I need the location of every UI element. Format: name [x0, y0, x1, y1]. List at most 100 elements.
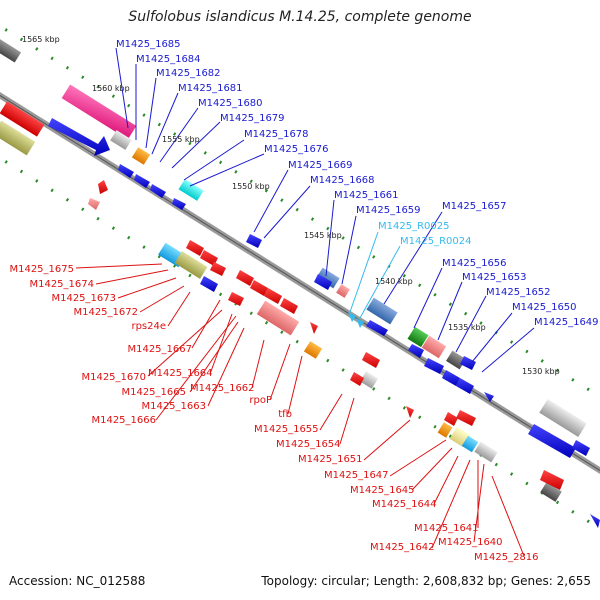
- gene-block: [446, 350, 466, 370]
- gene-block: [336, 284, 350, 298]
- gene-arrow: [134, 174, 150, 188]
- kbp-tick-label: 1555 kbp: [162, 135, 200, 144]
- bottom-gene-label: M1425_1670: [81, 372, 146, 383]
- gene-arrow: [348, 312, 356, 322]
- bottom-gene-label: M1425_1674: [29, 279, 94, 290]
- gene-block: [539, 399, 587, 437]
- top-gene-label: M1425_1682: [156, 68, 221, 79]
- bottom-gene-label: M1425_1640: [438, 537, 503, 548]
- gene-block: [0, 37, 22, 63]
- gene-arrow: [210, 262, 226, 276]
- gene-block: [366, 297, 398, 325]
- gene-block: [407, 326, 429, 348]
- bottom-gene-label: tfb: [278, 409, 292, 420]
- bottom-gene-label: M1425_1672: [73, 307, 138, 318]
- kbp-tick-label: 1535 kbp: [448, 323, 486, 332]
- gene-arrow: [456, 378, 474, 394]
- gene-block: [437, 422, 453, 438]
- gene-arrow: [362, 352, 380, 368]
- top-gene-label: M1425_1684: [136, 54, 201, 65]
- top-gene-label: M1425_1676: [264, 144, 329, 155]
- bottom-gene-label: M1425_1647: [324, 470, 389, 481]
- gene-arrow: [98, 180, 108, 194]
- bottom-gene-label: M1425_1675: [9, 264, 74, 275]
- kbp-tick-label: 1540 kbp: [375, 277, 413, 286]
- gene-block: [316, 267, 340, 289]
- gene-block: [421, 335, 447, 359]
- gene-arrow: [406, 406, 414, 418]
- bottom-leader-lines: [75, 263, 525, 557]
- gene-block: [0, 101, 45, 137]
- reverse-strand-genes: [0, 101, 600, 528]
- top-gene-label: M1425_1680: [198, 98, 263, 109]
- bottom-gene-label: rpoP: [249, 395, 272, 406]
- bottom-gene-label: M1425_1655: [254, 424, 319, 435]
- genome-backbone-edge: [0, 94, 600, 472]
- gene-block: [178, 179, 204, 201]
- bottom-gene-label: rps24e: [131, 321, 166, 332]
- gene-block: [131, 147, 151, 165]
- top-gene-label: M1425_1685: [116, 39, 181, 50]
- topology-text: Topology: circular; Length: 2,608,832 bp…: [261, 574, 591, 588]
- gene-arrow: [48, 118, 110, 156]
- gene-arrow: [460, 356, 476, 370]
- gene-arrow: [200, 276, 218, 292]
- gene-arrow: [200, 250, 218, 266]
- gene-arrow: [250, 280, 268, 296]
- bottom-gene-label: M1425_1645: [350, 485, 415, 496]
- gene-block: [174, 251, 208, 279]
- bottom-gene-label: M1425_1666: [91, 415, 156, 426]
- gene-arrow: [572, 440, 590, 456]
- bottom-gene-label: M1425_2816: [474, 552, 539, 563]
- gene-block: [461, 435, 479, 453]
- top-gene-label: M1425_1649: [534, 317, 599, 328]
- forward-strand-genes: [0, 37, 590, 458]
- bottom-gene-label: M1425_1664: [148, 368, 213, 379]
- bottom-gene-label: M1425_1665: [121, 387, 186, 398]
- gene-arrow: [236, 270, 254, 286]
- inner-dotted-track: [0, 156, 600, 531]
- gene-block: [303, 341, 323, 359]
- top-gene-label: M1425_R0025: [378, 221, 450, 232]
- gene-arrow: [540, 470, 564, 490]
- top-gene-label: M1425_1661: [334, 190, 399, 201]
- bottom-gene-label: M1425_1641: [414, 523, 479, 534]
- map-title: Sulfolobus islandicus M.14.25, complete …: [128, 9, 472, 25]
- gene-block: [540, 482, 562, 502]
- bottom-gene-label: M1425_1654: [276, 439, 341, 450]
- top-gene-label: M1425_1669: [288, 160, 353, 171]
- gene-block: [256, 300, 300, 336]
- bottom-gene-label: M1425_1662: [190, 383, 255, 394]
- bottom-gene-label: M1425_1673: [51, 293, 116, 304]
- gene-block: [359, 371, 379, 389]
- bottom-gene-label: M1425_1642: [370, 542, 435, 553]
- top-gene-label: M1425_1650: [512, 302, 577, 313]
- gene-arrow: [442, 370, 460, 386]
- gene-block: [0, 120, 36, 156]
- gene-block: [110, 130, 132, 150]
- gene-arrow: [186, 240, 204, 256]
- gene-arrow: [444, 412, 458, 426]
- accession-text: Accession: NC_012588: [9, 574, 146, 588]
- gene-arrow: [264, 288, 282, 304]
- bottom-gene-label: M1425_1644: [372, 499, 437, 510]
- gene-arrow: [310, 322, 318, 334]
- top-leader-lines: [115, 47, 535, 373]
- gene-block: [474, 441, 498, 463]
- kbp-tick-label: 1565 kbp: [22, 35, 60, 44]
- top-gene-label: M1425_1653: [462, 272, 527, 283]
- top-gene-label: M1425_1652: [486, 287, 551, 298]
- gene-arrow: [528, 424, 576, 458]
- gene-block: [61, 84, 137, 140]
- gene-arrow: [150, 184, 166, 198]
- bottom-gene-label: M1425_1651: [298, 454, 363, 465]
- kbp-tick-label: 1530 kbp: [522, 367, 560, 376]
- bottom-gene-label: M1425_1667: [127, 344, 192, 355]
- gene-arrow: [424, 358, 444, 374]
- gene-arrow: [314, 274, 332, 290]
- gene-arrow: [246, 234, 262, 248]
- gene-arrow: [118, 164, 134, 178]
- kbp-tick-label: 1560 kbp: [92, 84, 130, 93]
